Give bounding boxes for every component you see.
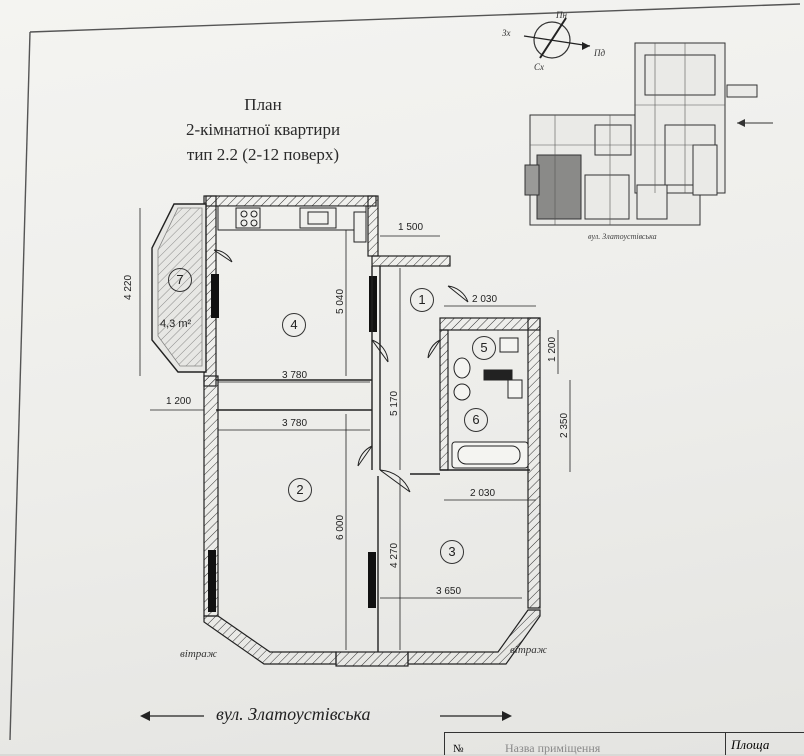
table-col-number: №: [453, 743, 464, 755]
compass-north: Пн: [556, 10, 567, 20]
plan-title: План 2-кімнатної квартири тип 2.2 (2-12 …: [118, 92, 408, 167]
dim-balcony-width: 1 200: [166, 396, 192, 407]
dim-room4-width: 3 780: [282, 370, 308, 381]
table-col-area: Площа: [731, 737, 770, 752]
compass-east: Пд: [594, 48, 606, 58]
dim-room4-height: 5 040: [335, 288, 347, 315]
compass-icon: [523, 17, 591, 59]
title-line-3: тип 2.2 (2-12 поверх): [186, 145, 340, 164]
table-col-separator: [725, 733, 726, 755]
street-arrow-icon: [140, 711, 512, 721]
dim-room3-width: 3 650: [436, 586, 462, 597]
dim-balcony-height: 4 220: [123, 274, 135, 301]
vitrazh-left-label: вітраж: [180, 648, 218, 660]
street-label-row: вул. Златоустівська: [140, 704, 520, 728]
dim-room3-height: 4 270: [389, 542, 401, 569]
dim-corridor-height: 5 170: [389, 390, 401, 417]
room-1-number: 1: [410, 288, 434, 312]
keyplan-street-text: вул. Златоустівська: [588, 232, 657, 241]
room-6-number: 6: [464, 408, 488, 432]
room-2-number: 2: [288, 478, 312, 502]
compass-south: Сх: [534, 62, 544, 72]
rooms-table-header: № Назва приміщення Площа: [444, 732, 804, 755]
dim-bath-height: 2 350: [559, 412, 571, 439]
dim-wc-height: 1 200: [547, 336, 559, 363]
balcony-area: 4,3 m²: [160, 318, 192, 330]
title-line-2: 2-кімнатної квартири: [185, 120, 341, 139]
room-7-number: 7: [168, 268, 192, 292]
room-4-number: 4: [282, 313, 306, 337]
vitrazh-right-label: вітраж: [510, 644, 548, 656]
compass-west: Зх: [502, 28, 511, 38]
dim-room2-height: 6 000: [335, 514, 347, 541]
room-3-number: 3: [440, 540, 464, 564]
title-line-1: План: [244, 95, 282, 114]
dim-bath-width-top: 2 030: [472, 294, 498, 305]
dim-corridor-width: 1 500: [398, 222, 424, 233]
dim-bath-width-bottom: 2 030: [470, 488, 496, 499]
building-keyplan: [524, 42, 773, 226]
room-5-number: 5: [472, 336, 496, 360]
dim-room2-width: 3 780: [282, 418, 308, 429]
street-name: вул. Златоустівська: [216, 704, 371, 724]
table-col-name: Назва приміщення: [505, 741, 601, 755]
